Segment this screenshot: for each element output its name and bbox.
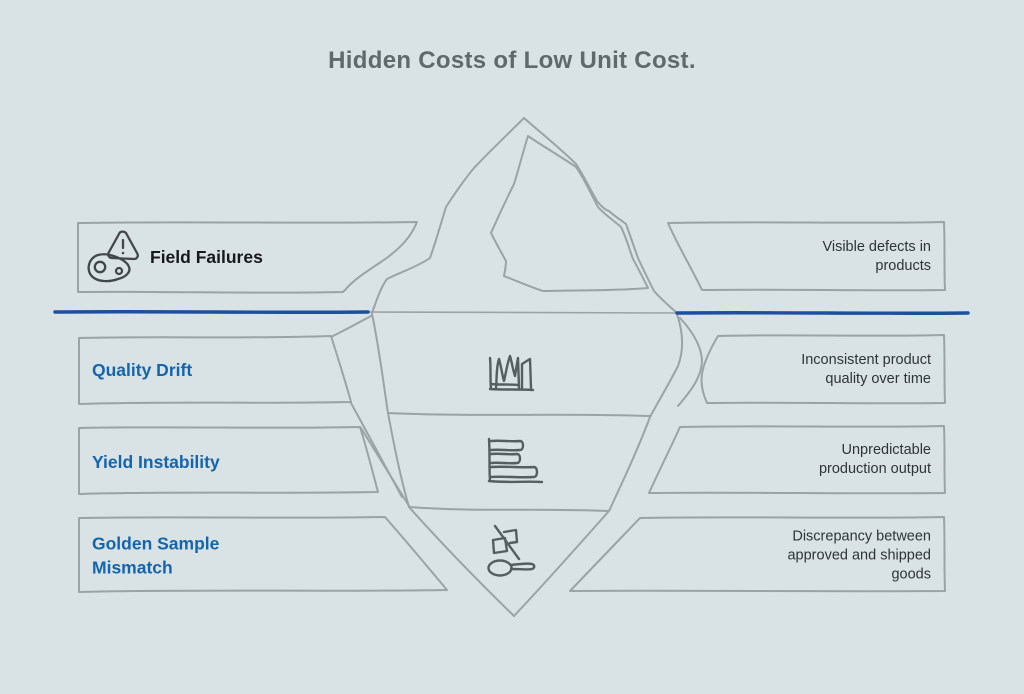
row-desc-inconsistent-quality: Inconsistent product quality over time [801, 351, 931, 387]
waterline-gray-segment [367, 311, 678, 314]
iceberg-left-edge-below-water [371, 313, 515, 617]
row-desc-visible-defects: Visible defects in products [822, 238, 931, 274]
box-inconsistent-quality [700, 334, 946, 405]
row-label-field-failures: Field Failures [150, 247, 263, 268]
spoon-bowl [487, 559, 513, 577]
yield-bar-chart-icon [487, 437, 544, 484]
iceberg-right-edge-below-water [513, 313, 683, 617]
spoon-handle [509, 562, 536, 571]
belt-link-shape [87, 253, 131, 283]
belt-link-small-hole [114, 266, 124, 276]
waterline-blue-right [675, 311, 970, 315]
iceberg-above-water-inner-line [490, 135, 649, 292]
warning-exclamation-dot [121, 251, 125, 255]
box-field-failures [77, 221, 418, 294]
box-yield-instability [78, 426, 379, 495]
iceberg-band-separator-1 [387, 412, 651, 417]
connector-left-row3 [360, 427, 410, 507]
box-unpredictable-output [648, 425, 946, 495]
box-quality-drift [78, 335, 352, 405]
row-label-quality-drift: Quality Drift [92, 360, 193, 381]
iceberg-band-separator-2 [408, 506, 610, 512]
box-golden-sample-mismatch [78, 516, 448, 593]
waterline-blue-left [53, 310, 370, 314]
connector-left-row2-top [330, 315, 372, 338]
row-label-golden-sample-mismatch: Golden Sample Mismatch [92, 533, 220, 577]
box-visible-defects [667, 221, 946, 292]
row-desc-unpredictable-output: Unpredictable production output [818, 441, 931, 477]
field-failure-warning-icon [87, 230, 139, 283]
callout-boxes [77, 221, 946, 593]
belt-link-big-hole [93, 260, 107, 274]
box-discrepancy [569, 516, 946, 593]
iceberg [330, 117, 703, 617]
center-icons [487, 354, 544, 577]
waterline [53, 310, 970, 315]
row-label-yield-instability: Yield Instability [92, 452, 220, 473]
no-golden-sample-icon [487, 524, 536, 577]
iceberg-above-water-outline [371, 117, 678, 314]
row-desc-discrepancy: Discrepancy between approved and shipped… [787, 528, 931, 583]
connector-right-chevron [677, 317, 703, 407]
quality-drift-spiky-chart-icon [488, 354, 535, 392]
page-title: Hidden Costs of Low Unit Cost. [328, 47, 696, 74]
